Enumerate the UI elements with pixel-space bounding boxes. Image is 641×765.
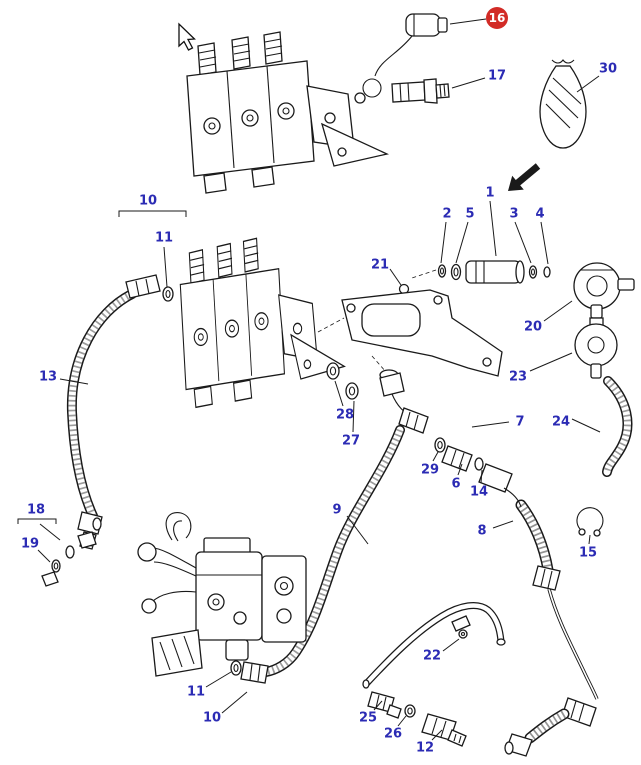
valve-body-20 [573,262,635,319]
leader-line-12 [431,729,443,741]
connector-6-14-29 [434,437,522,508]
leader-line-14 [480,469,483,484]
valve-assembly-top [186,31,388,194]
direction-arrow [508,163,541,191]
callout-25[interactable]: 25 [358,710,378,726]
leader-line-17 [451,77,486,89]
o-rings-27-28 [326,362,359,400]
elbow-fitting-7 [379,369,429,434]
solenoid-valve-16 [354,13,448,104]
mounting-bracket [341,289,503,377]
callout-14[interactable]: 14 [469,484,489,500]
callout-11[interactable]: 11 [154,230,174,246]
callout-19[interactable]: 19 [20,536,40,552]
leader-line-5 [455,221,469,264]
leader-line-29 [432,451,439,462]
callout-26[interactable]: 26 [383,726,403,742]
leader-line-22 [442,638,460,652]
pump-assembly [137,512,307,677]
callout-bracket-18 [17,518,57,524]
callout-6[interactable]: 6 [451,476,461,492]
plastic-bag-30 [539,59,587,149]
leader-line-3 [514,221,532,264]
callout-15[interactable]: 15 [578,545,598,561]
valve-assembly-mid [179,237,345,409]
leader-line-25 [373,700,383,711]
callout-bracket-10 [118,210,187,217]
hose-8 [515,499,599,700]
callout-7[interactable]: 7 [515,414,525,430]
leader-line-15 [588,534,591,545]
callout-5[interactable]: 5 [465,206,475,222]
tube-22 [362,601,506,689]
leader-line-19 [37,549,51,563]
callout-18[interactable]: 18 [26,502,46,518]
hose-8-coupling [532,565,561,591]
leader-line-11 [205,671,232,688]
leader-line-26 [397,715,407,727]
leader-line-1 [489,200,497,257]
callout-9[interactable]: 9 [332,502,342,518]
leader-lines [17,18,601,741]
clip-15 [576,507,604,537]
leader-line-2 [440,221,447,264]
callout-10[interactable]: 10 [138,193,158,209]
callout-23[interactable]: 23 [508,369,528,385]
leader-line-28 [334,380,344,407]
callout-22[interactable]: 22 [422,648,442,664]
leader-line-20 [543,300,573,322]
alignment-lines [317,269,437,373]
leader-line-4 [540,221,549,265]
callout-30[interactable]: 30 [598,61,618,77]
callout-17[interactable]: 17 [487,68,507,84]
valve-body-23 [574,317,618,379]
fittings-18-19 [41,517,102,587]
callout-29[interactable]: 29 [420,462,440,478]
leader-line-16 [449,18,487,25]
leader-line-8 [492,520,514,529]
fitting-12 [421,713,467,747]
leader-line-18 [39,523,61,541]
callout-3[interactable]: 3 [509,206,519,222]
callout-10[interactable]: 10 [202,710,222,726]
leader-line-23 [529,352,573,372]
callout-16[interactable]: 16 [486,7,508,29]
callout-24[interactable]: 24 [551,414,571,430]
spool-kit-1 [437,260,551,284]
leader-line-21 [389,268,402,286]
leader-line-24 [571,418,601,433]
plug-fitting-17 [391,78,450,104]
hose-9 [261,425,405,677]
leader-line-6 [457,463,463,476]
callout-1[interactable]: 1 [485,185,495,201]
callout-27[interactable]: 27 [341,433,361,449]
leader-line-10 [221,691,248,714]
leader-line-9 [346,515,369,545]
callout-11[interactable]: 11 [186,684,206,700]
callout-4[interactable]: 4 [535,206,545,222]
leader-line-30 [576,75,600,93]
hose-end-bottom-right [504,697,597,757]
leader-line-27 [352,400,355,433]
callout-12[interactable]: 12 [415,740,435,756]
mouse-cursor [178,22,196,51]
hose-24 [602,376,633,477]
leader-line-7 [471,421,510,428]
leader-line-11 [163,246,168,288]
o-ring-26 [404,704,416,718]
elbow-fitting-hose-13 [125,274,174,302]
hose-13 [66,289,137,521]
callout-2[interactable]: 2 [442,206,452,222]
callout-20[interactable]: 20 [523,319,543,335]
callout-8[interactable]: 8 [477,523,487,539]
callout-13[interactable]: 13 [38,369,58,385]
callout-28[interactable]: 28 [335,407,355,423]
hose-9-lower-elbow [230,660,269,684]
callout-21[interactable]: 21 [370,257,390,273]
leader-line-13 [59,378,89,385]
